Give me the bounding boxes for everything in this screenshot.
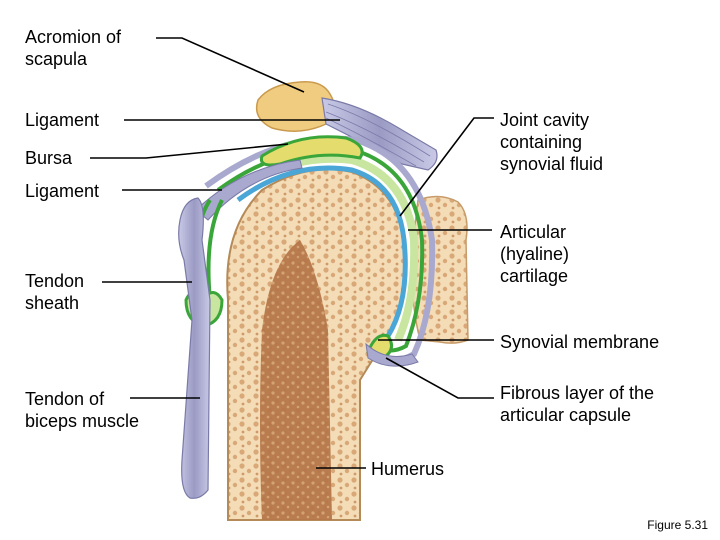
acromion <box>255 81 335 132</box>
label-fibrous-layer: Fibrous layer of the articular capsule <box>500 383 655 425</box>
leader-acromion <box>156 37 305 93</box>
inferior-capsule <box>365 342 419 367</box>
leader-joint-cavity <box>399 117 494 217</box>
medullary-cavity <box>260 240 332 520</box>
label-joint-cavity: Joint cavity containing synovial fluid <box>500 110 604 174</box>
label-humerus: Humerus <box>371 459 445 479</box>
label-tendon-sheath: Tendon sheath <box>25 271 85 313</box>
label-tendon-biceps: Tendon of biceps muscle <box>25 389 140 431</box>
articular-cartilage <box>236 165 408 338</box>
label-synovial-membrane: Synovial membrane <box>500 332 660 352</box>
leader-bursa <box>90 143 289 159</box>
bursa <box>259 135 364 167</box>
ligament-mid <box>195 159 303 221</box>
leader-lines <box>90 37 494 469</box>
label-acromion: Acromion of scapula <box>25 27 122 69</box>
label-ligament-top: Ligament <box>25 110 100 130</box>
figure-caption: Figure 5.31 <box>647 518 708 532</box>
label-articular-cartilage: Articular (hyaline) cartilage <box>500 222 570 286</box>
label-bursa: Bursa <box>25 148 73 168</box>
label-ligament-mid: Ligament <box>25 181 100 201</box>
leader-fibrous-layer <box>385 357 494 399</box>
biceps-tendon <box>178 197 211 499</box>
